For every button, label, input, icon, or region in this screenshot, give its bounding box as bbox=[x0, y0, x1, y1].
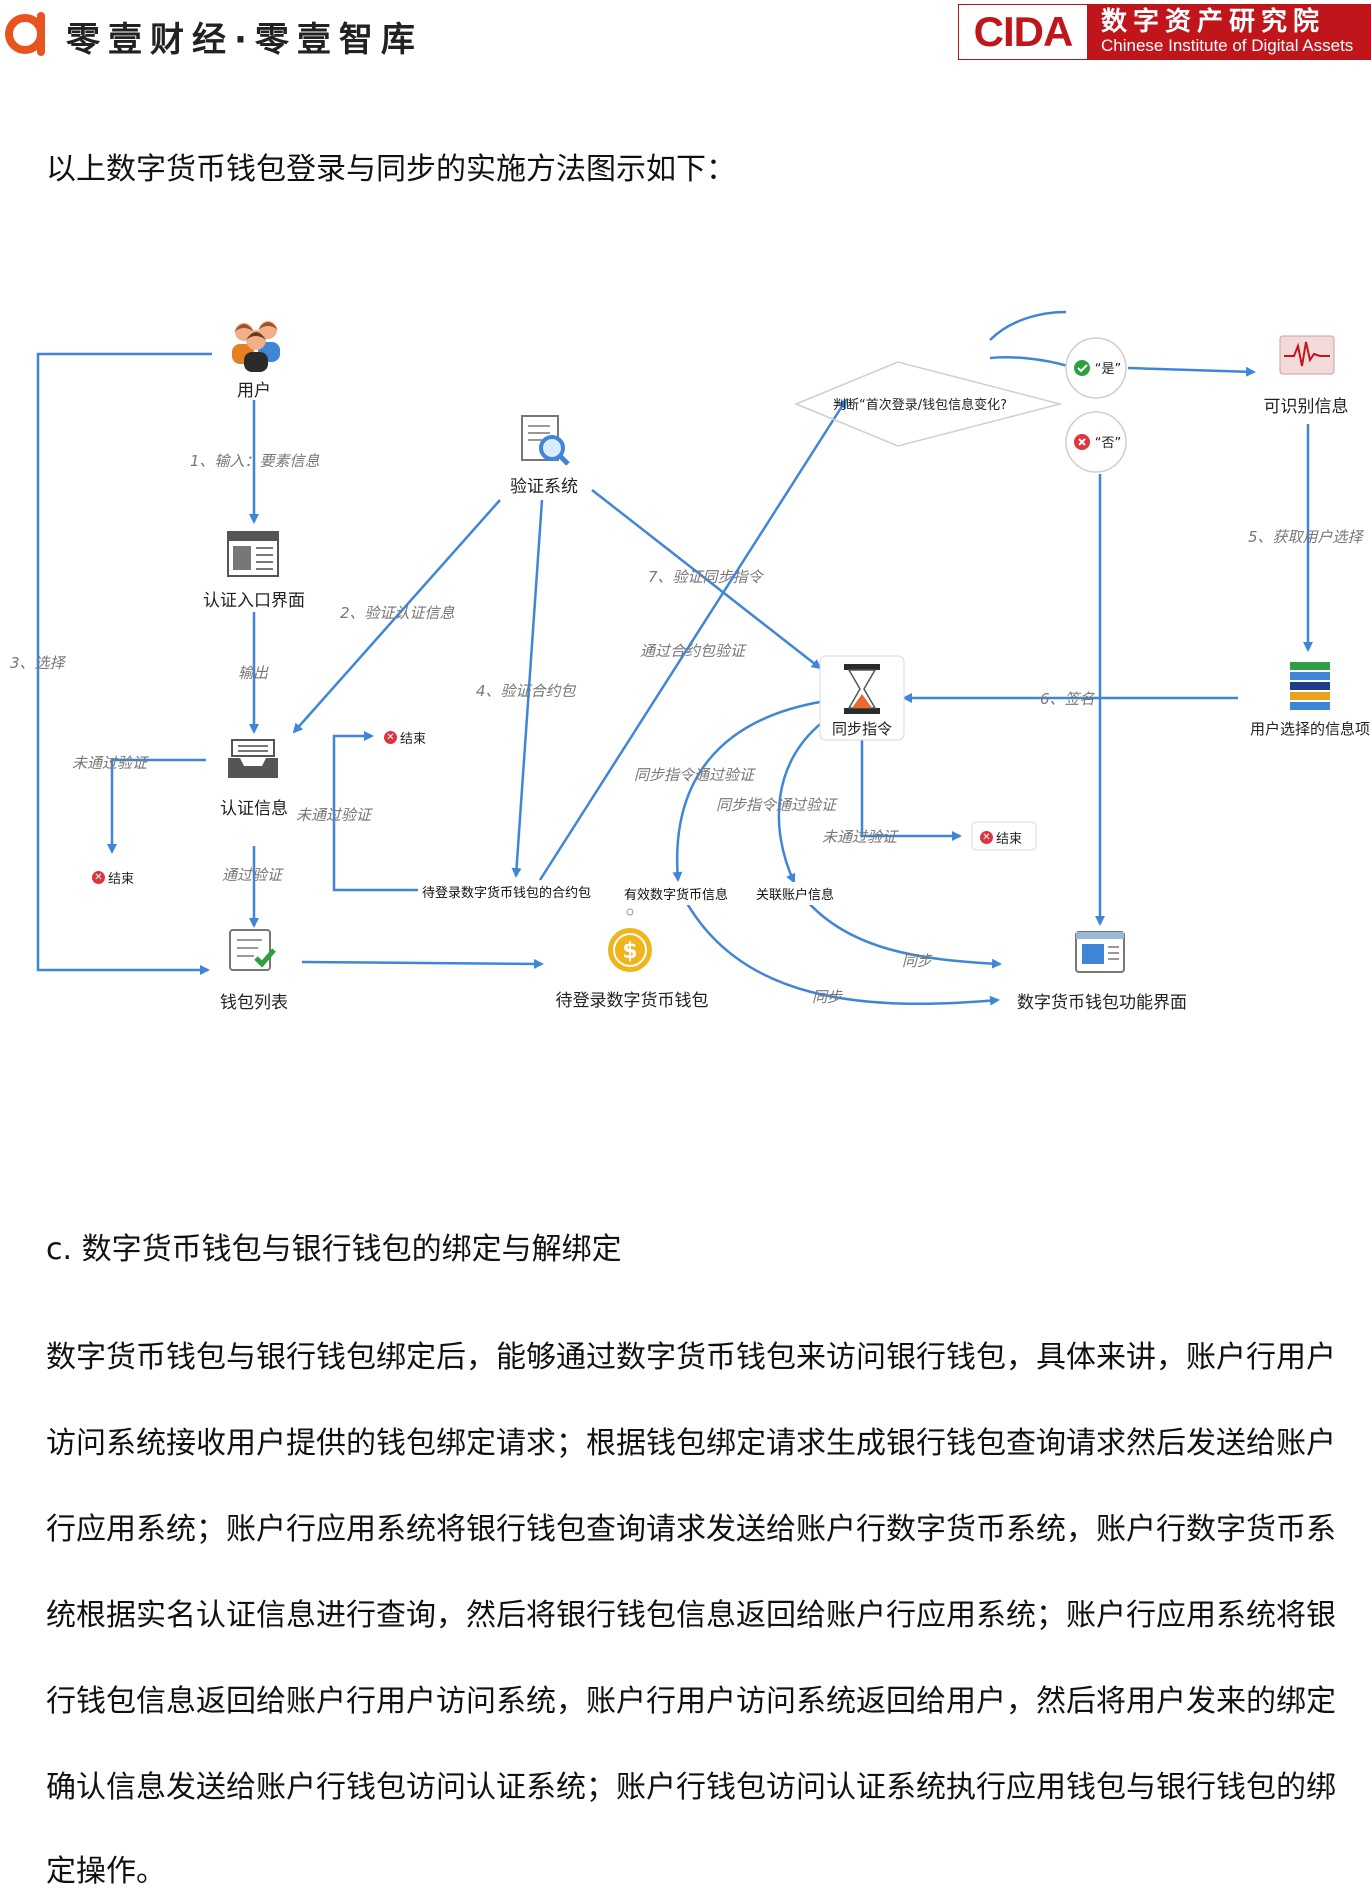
edge-label-6: 6、签名 bbox=[1040, 690, 1095, 708]
cida-logo-letters: CIDA bbox=[959, 5, 1087, 59]
paragraph-line: 确认信息发送给账户行钱包访问认证系统；账户行钱包访问认证系统执行应用钱包与银行钱… bbox=[46, 1770, 1336, 1805]
edge-contract-to-decision bbox=[538, 398, 848, 881]
edge-sync-to-valid bbox=[672, 700, 821, 882]
edge-label-sync-2: 同步 bbox=[812, 988, 843, 1006]
edge-label-3: 3、选择 bbox=[10, 654, 65, 672]
node-auth-info: 认证信息 bbox=[220, 799, 288, 819]
paragraph-line: 数字货币钱包与银行钱包绑定后，能够通过数字货币钱包来访问银行钱包，具体来讲，账户… bbox=[46, 1340, 1336, 1375]
brand-name: 零壹财经·零壹智库 bbox=[66, 20, 423, 60]
edge-label-output: 输出 bbox=[238, 664, 269, 682]
edge-label-2: 2、验证认证信息 bbox=[340, 604, 455, 622]
yes-label: “是” bbox=[1094, 362, 1122, 377]
edge-yes-to-identifiable bbox=[1127, 366, 1256, 377]
checklist-icon bbox=[229, 929, 276, 971]
edge-label-fail-2: 未通过验证 bbox=[296, 806, 372, 824]
stop-icon: ✕ bbox=[92, 871, 105, 884]
lingyi-logo-icon bbox=[2, 6, 54, 58]
edge-list-to-pending bbox=[301, 958, 544, 969]
end-badge-contract: ✕结束 bbox=[384, 728, 426, 747]
edge-label-5: 5、获取用户选择 bbox=[1248, 528, 1363, 546]
no-circle bbox=[1065, 411, 1127, 473]
edge-decision-to-no bbox=[989, 356, 1069, 368]
yes-circle bbox=[1065, 337, 1127, 399]
edge-label-fail-3: 未通过验证 bbox=[822, 828, 898, 846]
waveform-icon bbox=[1279, 335, 1335, 375]
node-wallet-list: 钱包列表 bbox=[220, 993, 288, 1013]
paragraph-line: 统根据实名认证信息进行查询，然后将银行钱包信息返回给账户行应用系统；账户行应用系… bbox=[46, 1598, 1336, 1633]
edge-decision-to-yes bbox=[989, 310, 1067, 341]
edge-label-4: 4、验证合约包 bbox=[476, 682, 576, 700]
account-info-label: 关联账户信息 bbox=[752, 882, 839, 905]
wallet-login-sync-diagram: $ 用户 认证入口界面 认证信息 钱包列表 验证系统 待登录数字货币钱包 同步指… bbox=[0, 300, 1371, 1040]
node-verify-system: 验证系统 bbox=[510, 477, 578, 497]
end-badge-sync: ✕结束 bbox=[980, 828, 1022, 847]
decision-diamond bbox=[794, 361, 1063, 447]
contract-pkg-label: 待登录数字货币钱包的合约包 bbox=[418, 880, 596, 903]
edge-label-sync-1: 同步 bbox=[902, 952, 933, 970]
check-icon bbox=[1074, 360, 1090, 376]
edge-label-7: 7、验证同步指令 bbox=[648, 568, 763, 586]
intro-text: 以上数字货币钱包登录与同步的实施方法图示如下： bbox=[46, 152, 736, 187]
section-title: c. 数字货币钱包与银行钱包的绑定与解绑定 bbox=[46, 1232, 622, 1267]
users-icon bbox=[232, 321, 280, 372]
valid-info-label: 有效数字货币信息 bbox=[620, 882, 733, 905]
node-user: 用户 bbox=[237, 381, 271, 401]
edge-verify-to-contract bbox=[511, 499, 544, 878]
edge-label-fail-1: 未通过验证 bbox=[72, 754, 148, 772]
paragraph-line: 行应用系统；账户行应用系统将银行钱包查询请求发送给账户行数字货币系统，账户行数字… bbox=[46, 1512, 1336, 1547]
decision-label: 判断“首次登录/钱包信息变化? bbox=[832, 398, 1008, 413]
edge-valid-to-function bbox=[682, 897, 1000, 1006]
edge-verify-to-info bbox=[292, 499, 501, 734]
svg-text:$: $ bbox=[622, 939, 637, 964]
end-badge-auth: ✕结束 bbox=[92, 868, 134, 887]
edge-sync-fail bbox=[860, 728, 962, 841]
no-label: “否” bbox=[1094, 436, 1122, 451]
cida-name-cn: 数字资产研究院 bbox=[1101, 7, 1326, 37]
paragraph-line: 定操作。 bbox=[46, 1854, 166, 1889]
paragraph-line: 行钱包信息返回给账户行用户访问系统，账户行用户访问系统返回给用户，然后将用户发来… bbox=[46, 1684, 1336, 1719]
node-pending-wallet: 待登录数字货币钱包 bbox=[555, 991, 709, 1011]
window-form-icon bbox=[227, 531, 279, 577]
node-sync-cmd: 同步指令 bbox=[831, 720, 893, 738]
node-function-ui: 数字货币钱包功能界面 bbox=[1017, 993, 1187, 1013]
edge-label-pass: 通过验证 bbox=[222, 866, 283, 884]
edge-account-to-function bbox=[805, 899, 1002, 969]
layer-stack-icon bbox=[1290, 662, 1330, 710]
edge-user-choose-loop bbox=[36, 352, 212, 975]
edge-label-contract-pass: 通过合约包验证 bbox=[640, 642, 746, 660]
edge-label-sync-pass-1: 同步指令通过验证 bbox=[634, 766, 755, 784]
inbox-tray-icon bbox=[228, 739, 278, 778]
stop-icon: ✕ bbox=[980, 831, 993, 844]
cida-logo: CIDA 数字资产研究院 Chinese Institute of Digita… bbox=[958, 4, 1371, 60]
edge-info-fail bbox=[107, 758, 206, 854]
node-auth-entry: 认证入口界面 bbox=[203, 591, 305, 611]
node-user-selected: 用户选择的信息项 bbox=[1249, 720, 1371, 738]
edge-sync-to-account bbox=[777, 716, 829, 884]
diagram-canvas: $ bbox=[36, 310, 1335, 1006]
dollar-coin-icon: $ bbox=[608, 928, 652, 972]
cida-name-en: Chinese Institute of Digital Assets bbox=[1101, 36, 1354, 55]
edge-verify-to-sync bbox=[591, 489, 822, 670]
paragraph-line: 访问系统接收用户提供的钱包绑定请求；根据钱包绑定请求生成银行钱包查询请求然后发送… bbox=[46, 1426, 1336, 1461]
hourglass-icon bbox=[844, 664, 880, 714]
edge-label-sync-pass-2: 同步指令通过验证 bbox=[716, 796, 837, 814]
document-search-icon bbox=[521, 415, 570, 466]
edge-label-1: 1、输入：要素信息 bbox=[190, 452, 320, 470]
node-identifiable: 可识别信息 bbox=[1263, 397, 1349, 417]
stop-icon: ✕ bbox=[384, 731, 397, 744]
app-window-icon bbox=[1075, 931, 1125, 973]
edge-contract-fail bbox=[332, 731, 420, 892]
